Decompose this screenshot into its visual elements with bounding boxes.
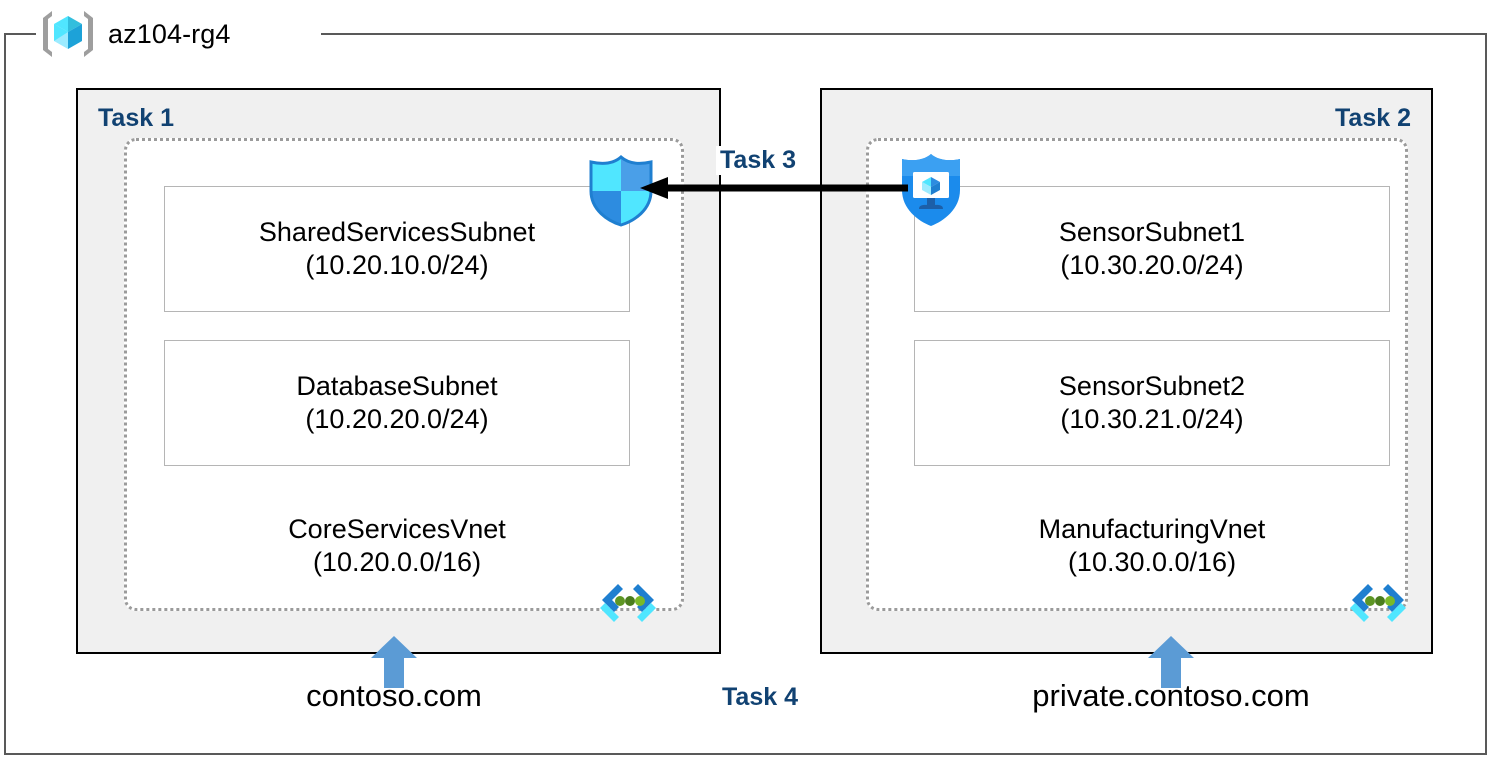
bastion-shield-vm-icon — [898, 152, 964, 228]
subnet-name: DatabaseSubnet — [296, 371, 498, 402]
dns-up-arrow-icon — [1148, 636, 1194, 688]
subnet-cidr: (10.30.21.0/24) — [1060, 404, 1244, 434]
vnet-name: ManufacturingVnet — [1038, 514, 1266, 544]
resource-group-frame — [4, 33, 1487, 755]
corevnet-caption: CoreServicesVnet (10.20.0.0/16) — [164, 513, 630, 579]
resource-group-cube-icon — [40, 8, 96, 60]
vnet-peering-icon — [592, 580, 664, 626]
vnet-cidr: (10.20.0.0/16) — [312, 546, 482, 577]
subnet-name: SensorSubnet2 — [1058, 371, 1246, 402]
subnet-sharedservicessubnet: SharedServicesSubnet (10.20.10.0/24) — [164, 186, 630, 312]
task2-label: Task 2 — [1335, 104, 1411, 132]
dns-up-arrow-icon — [371, 636, 417, 688]
resource-group-header: az104-rg4 — [40, 6, 230, 62]
manufacturingvnet-caption: ManufacturingVnet (10.30.0.0/16) — [914, 513, 1390, 579]
subnet-cidr: (10.20.20.0/24) — [305, 404, 489, 434]
task1-label: Task 1 — [98, 104, 174, 132]
resource-group-name: az104-rg4 — [108, 18, 231, 49]
vnet-peering-icon — [1342, 580, 1414, 626]
subnet-databasesubnet: DatabaseSubnet (10.20.20.0/24) — [164, 340, 630, 466]
firewall-shield-icon — [586, 154, 656, 227]
subnet-sensorsubnet1: SensorSubnet1 (10.30.20.0/24) — [914, 186, 1390, 312]
resource-group-label-mask — [36, 20, 321, 48]
dns-zone-contoso: contoso.com — [306, 678, 482, 713]
left-arrow-connection — [640, 174, 908, 202]
subnet-cidr: (10.20.10.0/24) — [305, 250, 489, 280]
task3-label: Task 3 — [716, 146, 800, 175]
subnet-name: SharedServicesSubnet — [258, 217, 536, 248]
subnet-cidr: (10.30.20.0/24) — [1060, 250, 1244, 280]
subnet-name: SensorSubnet1 — [1058, 217, 1246, 248]
dns-zone-private-contoso: private.contoso.com — [1032, 678, 1310, 713]
vnet-cidr: (10.30.0.0/16) — [1067, 546, 1237, 577]
vnet-name: CoreServicesVnet — [288, 514, 506, 544]
task4-label: Task 4 — [722, 683, 798, 711]
subnet-sensorsubnet2: SensorSubnet2 (10.30.21.0/24) — [914, 340, 1390, 466]
